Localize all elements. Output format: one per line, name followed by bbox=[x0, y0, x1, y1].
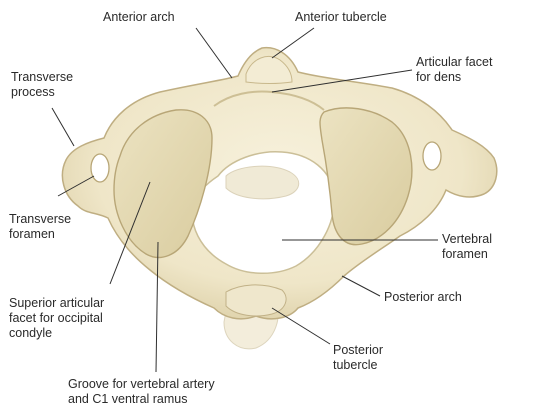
label-vertebral-foramen: Vertebral foramen bbox=[442, 232, 492, 262]
leader-transverse-process bbox=[52, 108, 74, 146]
label-transverse-process: Transverse process bbox=[11, 70, 73, 100]
leader-posterior-tubercle bbox=[272, 308, 330, 344]
leader-anterior-arch bbox=[196, 28, 232, 78]
leader-posterior-arch bbox=[342, 276, 380, 296]
dens-shadow bbox=[226, 166, 299, 199]
right-transverse-foramen bbox=[423, 142, 441, 170]
label-anterior-arch: Anterior arch bbox=[103, 10, 175, 25]
label-posterior-arch: Posterior arch bbox=[384, 290, 462, 305]
left-transverse-foramen bbox=[91, 154, 109, 182]
leader-anterior-tubercle bbox=[272, 28, 314, 58]
label-transverse-foramen: Transverse foramen bbox=[9, 212, 71, 242]
label-posterior-tubercle: Posterior tubercle bbox=[333, 343, 383, 373]
label-superior-articular-facet: Superior articular facet for occipital c… bbox=[9, 296, 104, 341]
label-anterior-tubercle: Anterior tubercle bbox=[295, 10, 387, 25]
label-articular-facet-for-dens: Articular facet for dens bbox=[416, 55, 492, 85]
label-groove-vertebral-artery: Groove for vertebral artery and C1 ventr… bbox=[68, 377, 215, 407]
